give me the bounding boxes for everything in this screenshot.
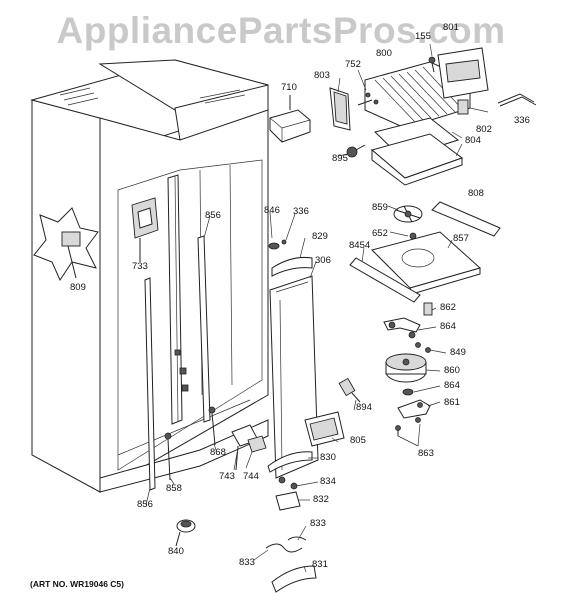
part-829 xyxy=(268,239,313,277)
part-743-744 xyxy=(231,424,267,471)
part-809 xyxy=(33,207,99,282)
callout-733: 733 xyxy=(132,261,148,272)
callout-863: 863 xyxy=(418,448,434,459)
part-864 xyxy=(383,317,421,339)
callout-859: 859 xyxy=(372,202,388,213)
callout-336-mid: 336 xyxy=(293,206,309,217)
callout-802: 802 xyxy=(476,124,492,135)
part-804 xyxy=(370,117,464,186)
callout-857: 857 xyxy=(453,233,469,244)
callout-861: 861 xyxy=(444,397,460,408)
callout-849: 849 xyxy=(450,347,466,358)
callout-856-bottom: 856 xyxy=(137,499,153,510)
part-831 xyxy=(271,565,317,593)
callout-868: 868 xyxy=(210,447,226,458)
leader-lines xyxy=(145,43,489,573)
callout-710: 710 xyxy=(281,82,297,93)
part-833 xyxy=(265,536,307,553)
callout-752: 752 xyxy=(345,59,361,70)
part-857 xyxy=(371,231,482,295)
callout-803: 803 xyxy=(314,70,330,81)
part-834 xyxy=(278,476,298,490)
part-894 xyxy=(338,377,361,403)
callout-864-b: 864 xyxy=(444,380,460,391)
part-8454 xyxy=(349,257,421,303)
callout-336-top: 336 xyxy=(514,115,530,126)
callout-808: 808 xyxy=(468,188,484,199)
callout-744: 744 xyxy=(243,471,259,482)
callout-306: 306 xyxy=(315,255,331,266)
callout-155: 155 xyxy=(415,31,431,42)
callout-856-top: 856 xyxy=(205,210,221,221)
callout-800: 800 xyxy=(376,48,392,59)
part-856 xyxy=(144,235,211,491)
callout-860: 860 xyxy=(444,365,460,376)
callout-834: 834 xyxy=(320,476,336,487)
part-830 xyxy=(267,451,313,473)
part-805 xyxy=(304,411,345,447)
part-832 xyxy=(275,491,301,511)
part-808 xyxy=(431,201,501,237)
callout-809: 809 xyxy=(70,282,86,293)
part-802 xyxy=(457,99,469,115)
part-860 xyxy=(385,353,427,383)
callout-8454: 8454 xyxy=(349,240,371,251)
callout-840: 840 xyxy=(168,546,184,557)
part-840 xyxy=(175,519,196,547)
callout-832: 832 xyxy=(313,494,329,505)
callout-894: 894 xyxy=(356,402,372,413)
callout-846: 846 xyxy=(264,205,280,216)
part-801 xyxy=(437,47,489,99)
part-849 xyxy=(415,342,431,353)
part-336-top xyxy=(497,93,537,107)
part-862 xyxy=(423,302,433,316)
part-859 xyxy=(393,205,423,223)
part-895 xyxy=(346,144,366,158)
callout-858: 858 xyxy=(166,483,182,494)
callout-833-right: 833 xyxy=(310,518,326,529)
callout-864-a: 864 xyxy=(440,321,456,332)
callout-743: 743 xyxy=(219,471,235,482)
callout-830: 830 xyxy=(320,452,336,463)
part-863 xyxy=(395,417,421,436)
part-861 xyxy=(397,388,431,419)
part-155 xyxy=(428,56,436,73)
callout-805: 805 xyxy=(350,435,366,446)
part-858-868 xyxy=(164,406,216,481)
part-306 xyxy=(269,275,319,479)
part-733 xyxy=(131,197,159,262)
part-803 xyxy=(329,87,351,131)
callout-829: 829 xyxy=(312,231,328,242)
callout-804: 804 xyxy=(465,135,481,146)
art-number: (ART NO. WR19046 C5) xyxy=(30,579,124,589)
callout-862: 862 xyxy=(440,302,456,313)
callout-833-left: 833 xyxy=(239,557,255,568)
callout-831: 831 xyxy=(312,559,328,570)
part-710 xyxy=(269,95,311,143)
callout-895: 895 xyxy=(332,153,348,164)
callout-801: 801 xyxy=(443,22,459,33)
callout-652: 652 xyxy=(372,228,388,239)
